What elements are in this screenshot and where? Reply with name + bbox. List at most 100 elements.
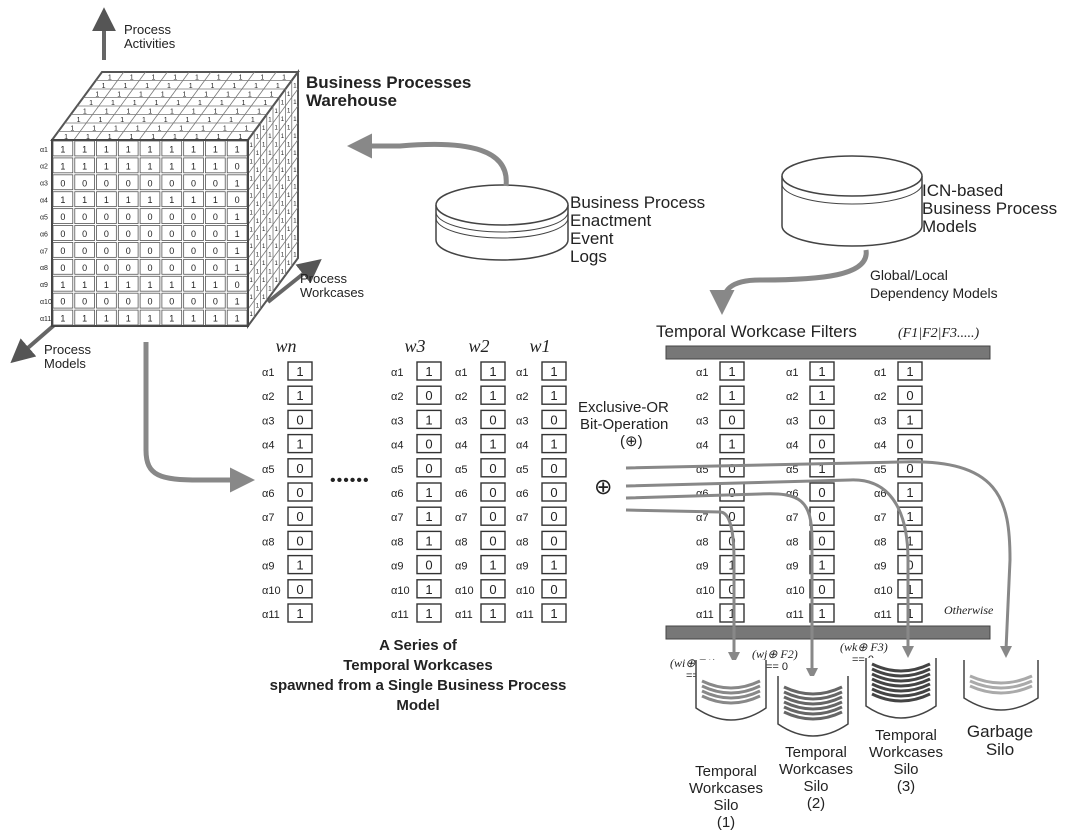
workcase-alpha-label: α10 bbox=[391, 585, 410, 597]
cube-cell-value: 1 bbox=[191, 195, 196, 205]
filter-bit-box bbox=[719, 579, 745, 599]
cube-top-value: 1 bbox=[89, 100, 93, 107]
workcase-bit: 1 bbox=[489, 437, 496, 452]
workcase-bit: 0 bbox=[425, 461, 432, 476]
silo-content-stroke bbox=[871, 687, 931, 698]
workcase-bit: 0 bbox=[296, 533, 303, 548]
cube-top-value: 1 bbox=[120, 117, 124, 124]
cube-top-value: 1 bbox=[217, 74, 221, 81]
workcase-bit-box bbox=[287, 506, 313, 526]
filter-bit: 0 bbox=[728, 582, 735, 597]
series-caption-2: Temporal Workcases bbox=[343, 657, 493, 674]
cube-cell-value: 0 bbox=[169, 246, 174, 256]
cube-side-value: 1 bbox=[274, 261, 278, 267]
cube-cell-value: 1 bbox=[82, 145, 87, 155]
cube-top-value: 1 bbox=[170, 108, 174, 115]
filter-bit-box bbox=[719, 554, 745, 575]
silo-content-stroke bbox=[969, 684, 1033, 695]
cube-cell bbox=[139, 275, 161, 292]
cube-cell-value: 1 bbox=[213, 314, 218, 324]
cube-cell-value: 1 bbox=[82, 314, 87, 324]
cube-side-value: 1 bbox=[293, 83, 297, 89]
workcase-alpha-label: α6 bbox=[391, 488, 403, 500]
cube-cell-value: 1 bbox=[191, 314, 196, 324]
cube-top-value: 1 bbox=[257, 108, 261, 115]
workcase-bit-box bbox=[480, 506, 506, 526]
silo-content-stroke bbox=[783, 700, 843, 711]
cube-side-value: 1 bbox=[249, 278, 253, 284]
workcase-alpha-label: α8 bbox=[455, 536, 467, 548]
axis-workcases-label-2: Workcases bbox=[300, 285, 365, 300]
filter-bit-box bbox=[809, 579, 835, 599]
cube-cell bbox=[226, 275, 248, 292]
cube-top-value: 1 bbox=[77, 117, 81, 124]
cube-top-value: 1 bbox=[220, 100, 224, 107]
cube-cell bbox=[74, 191, 95, 208]
cube-side-value: 1 bbox=[256, 202, 260, 208]
cube-side-value: 1 bbox=[249, 295, 253, 301]
cube-side-value: 1 bbox=[249, 143, 253, 149]
cube-cell bbox=[117, 208, 139, 224]
flow-line-3 bbox=[625, 478, 910, 650]
series-caption: A Series of bbox=[379, 637, 458, 654]
filter-bit: 1 bbox=[906, 606, 913, 621]
cube-top-value: 1 bbox=[164, 117, 168, 124]
cube-top-value: 1 bbox=[229, 117, 233, 124]
workcase-alpha-label: α4 bbox=[391, 440, 403, 452]
cube-cell-value: 0 bbox=[191, 212, 196, 222]
cube-top-value: 1 bbox=[207, 117, 211, 124]
cube-cell bbox=[139, 309, 161, 326]
icn-models-label: ICN-based bbox=[922, 181, 1003, 200]
cube-cell bbox=[74, 140, 95, 157]
cube-cell bbox=[74, 258, 95, 275]
workcase-bit: 0 bbox=[296, 412, 303, 427]
workcase-bit-box bbox=[416, 482, 442, 502]
workcase-alpha-label: α6 bbox=[516, 488, 528, 500]
cube-cell bbox=[74, 157, 95, 174]
workcase-alpha-label: α11 bbox=[516, 609, 534, 621]
workcase-bit: 0 bbox=[425, 558, 432, 573]
cube-cell bbox=[183, 225, 204, 241]
cube-cell-value: 0 bbox=[147, 229, 152, 239]
filter-bit-box bbox=[897, 409, 923, 430]
cube-side-value: 1 bbox=[287, 92, 291, 98]
cube-top-value: 1 bbox=[92, 125, 96, 132]
workcase-bit: 0 bbox=[489, 533, 496, 548]
cube-side-value: 1 bbox=[293, 235, 297, 241]
filter-bit-box bbox=[897, 361, 923, 381]
cube-cell bbox=[117, 191, 139, 208]
cube-row-label: α2 bbox=[40, 164, 48, 171]
cube-cell bbox=[52, 140, 74, 157]
filter-bit-box bbox=[897, 554, 923, 575]
icn-models-label-2: Business Process bbox=[922, 199, 1057, 218]
cube-top-value: 1 bbox=[151, 134, 155, 141]
cube-cell-value: 1 bbox=[60, 280, 65, 290]
workcase-bit-box bbox=[416, 409, 442, 430]
workcase-bit-box bbox=[416, 385, 442, 405]
cube-side-value: 1 bbox=[268, 236, 272, 242]
filters-formula: (F1|F2|F3.....) bbox=[898, 326, 980, 341]
cube-cell-value: 1 bbox=[60, 195, 65, 205]
otherwise-label: Otherwise bbox=[944, 603, 994, 617]
filter-bit-box bbox=[719, 361, 745, 381]
cube-cell-value: 1 bbox=[213, 161, 218, 171]
warehouse-title-2: Warehouse bbox=[306, 91, 397, 110]
workcase-alpha-label: α3 bbox=[455, 415, 467, 427]
cube-cell bbox=[74, 208, 95, 224]
cube-cell bbox=[183, 275, 204, 292]
workcase-alpha-label: α1 bbox=[455, 367, 467, 379]
workcase-alpha-label: α5 bbox=[455, 464, 467, 476]
cube-cell bbox=[139, 191, 161, 208]
cube-top-value: 1 bbox=[139, 91, 143, 98]
cube-side-value: 1 bbox=[268, 202, 272, 208]
cube-top-value: 1 bbox=[98, 117, 102, 124]
silo-bucket bbox=[865, 658, 937, 719]
workcase-bit-box bbox=[541, 482, 567, 502]
workcase-name: w3 bbox=[404, 336, 425, 356]
cube-cell bbox=[161, 258, 183, 275]
filter-bottom-bar bbox=[665, 625, 991, 640]
filter-bit: 0 bbox=[728, 412, 735, 427]
cube-row-label: α10 bbox=[40, 299, 52, 306]
cube-side-value: 1 bbox=[293, 100, 297, 106]
